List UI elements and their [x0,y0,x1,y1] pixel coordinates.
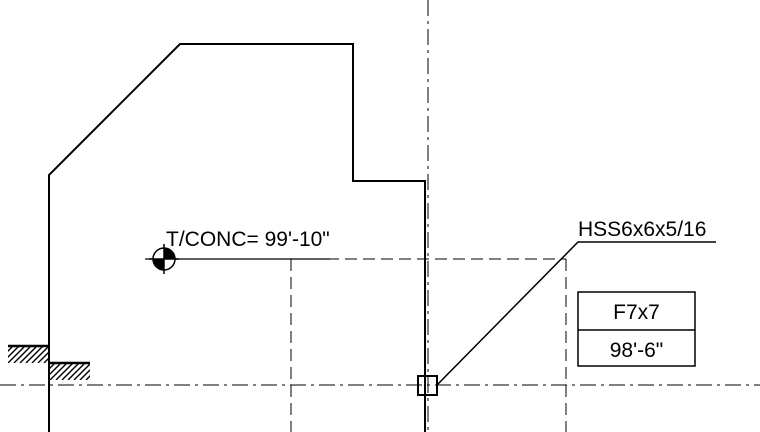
column-leader-line [436,241,716,386]
hss-column-square-icon [417,375,438,396]
column-label: HSS6x6x5/16 [578,218,706,241]
elevation-label: T/CONC= 99'-10" [166,228,330,251]
footing-type-label: F7x7 [613,301,660,324]
footing-outline-hidden [290,258,567,432]
concrete-slab-outline [48,43,426,432]
footing-elevation-label: 98'-6" [610,339,664,362]
footing-tag [577,291,696,367]
elevation-target-icon [145,244,330,274]
earth-hatch-icon [8,344,90,380]
